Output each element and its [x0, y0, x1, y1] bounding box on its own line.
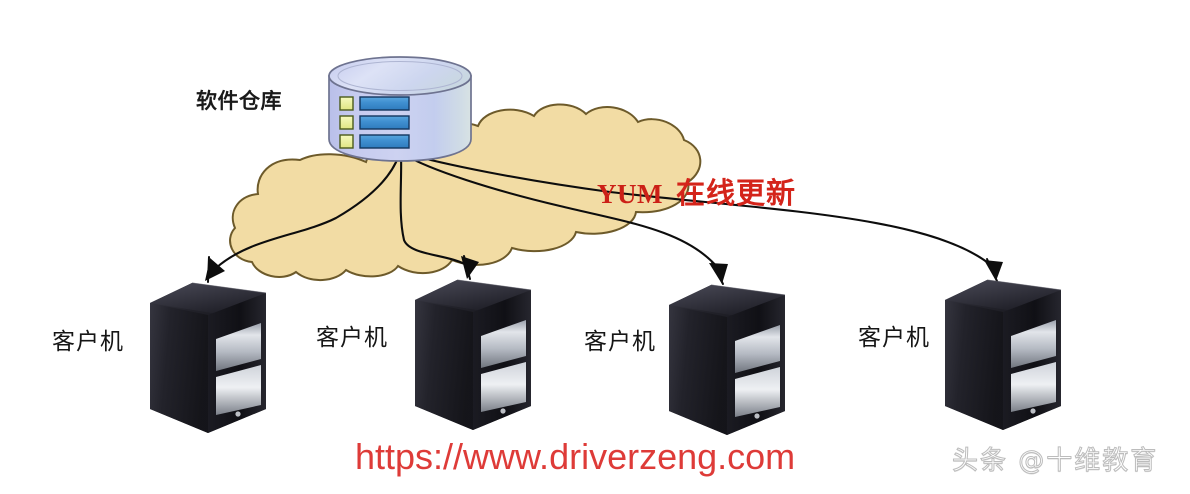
network-cloud — [229, 103, 702, 281]
client-tower-1 — [149, 282, 267, 434]
client-tower-4 — [944, 279, 1062, 431]
yum-title-latin: YUM — [597, 179, 663, 209]
repository-row — [339, 134, 410, 149]
software-repository-icon — [328, 56, 472, 162]
client-tower-2 — [414, 279, 532, 431]
yum-title-chinese: 在线更新 — [675, 176, 796, 210]
yum-title: YUM 在线更新 — [597, 170, 796, 212]
watermark: 头条 @十维教育 — [951, 446, 1159, 477]
connection-arrows — [205, 148, 1003, 285]
client-tower-3 — [668, 284, 786, 436]
repository-row — [339, 115, 410, 130]
repository-row — [339, 96, 410, 111]
site-url: https://www.driverzeng.com — [355, 436, 796, 477]
